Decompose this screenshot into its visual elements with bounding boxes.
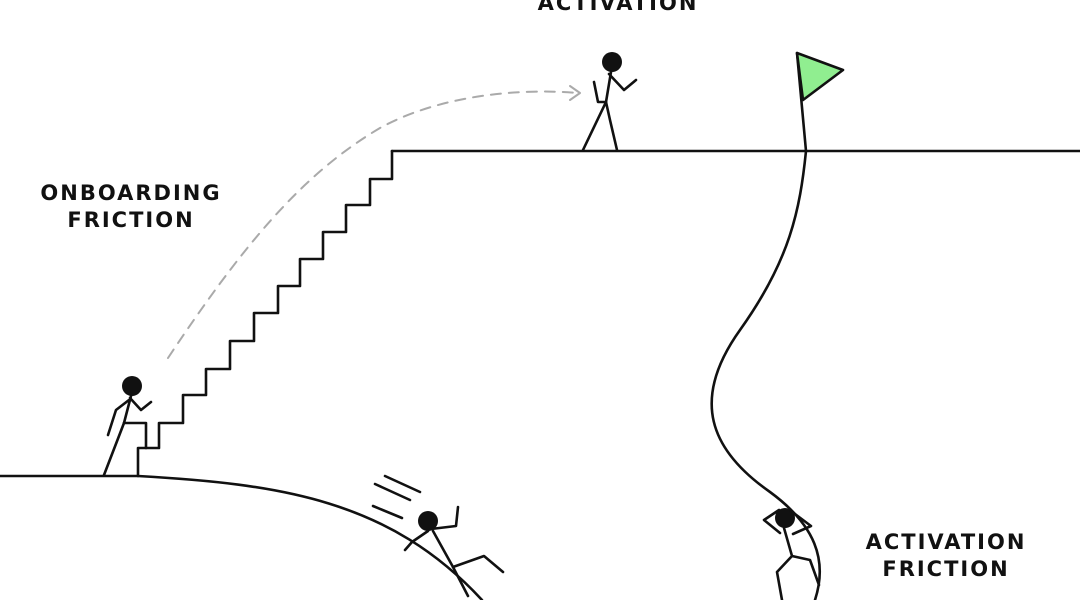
- dashed-arrow-icon: [167, 90, 579, 359]
- activation-friction-label-line2: FRICTION: [882, 557, 1010, 581]
- stick-figure-activation-icon: [762, 508, 821, 602]
- stick-figure-top-icon: [581, 52, 638, 152]
- goal-flag-icon: [795, 51, 845, 153]
- onboarding-label-line2: FRICTION: [67, 208, 195, 232]
- onboarding-label-line1: ONBOARDING: [40, 181, 222, 205]
- cliff-rope: [710, 149, 822, 602]
- stick-figure-climber-icon: [102, 376, 153, 477]
- staircase: [136, 149, 394, 478]
- activation-friction-label-line1: ACTIVATION: [865, 530, 1027, 554]
- activation-friction-label: ACTIVATION FRICTION: [836, 529, 1056, 583]
- dashed-arrow-head: [569, 85, 581, 101]
- hill-ground: [0, 474, 484, 602]
- top-activation-label: ACTIVATION: [537, 0, 699, 15]
- stick-figure-sliding-icon: [371, 474, 505, 598]
- onboarding-friction-label: ONBOARDING FRICTION: [26, 180, 236, 234]
